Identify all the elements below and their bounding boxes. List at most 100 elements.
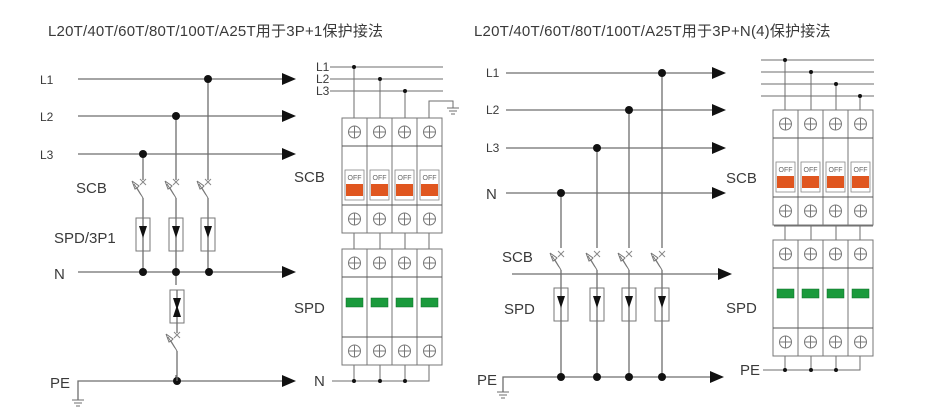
right-spd-module <box>772 239 874 357</box>
breaker-switch-icon <box>549 252 562 271</box>
arrow-icon <box>282 266 296 278</box>
junction-dot <box>625 373 633 381</box>
junction-dot <box>658 69 666 77</box>
label-l1: L1 <box>40 73 54 87</box>
switch-off-label: OFF <box>804 167 818 174</box>
status-indicator <box>345 297 364 308</box>
status-indicator <box>420 297 439 308</box>
left-spd-module <box>341 248 443 366</box>
spd-arrow-icon <box>172 226 180 238</box>
breaker-switch-icon <box>196 180 209 199</box>
left-diagram-title: L20T/40T/60T/80T/100T/A25T用于3P+1保护接法 <box>48 23 384 40</box>
status-indicator <box>851 288 870 299</box>
spd-arrow-icon <box>204 226 212 238</box>
breaker-switch-icon <box>617 252 630 271</box>
junction-dot <box>625 106 633 114</box>
label-l3: L3 <box>486 141 500 155</box>
junction-dot <box>593 373 601 381</box>
junction-dot <box>593 144 601 152</box>
junction-dot <box>378 77 382 81</box>
spd-arrow-icon <box>139 226 147 238</box>
label-l2: L2 <box>486 103 500 117</box>
label-scb: SCB <box>76 180 107 197</box>
ground-icon <box>497 391 509 399</box>
status-indicator <box>776 288 795 299</box>
arrow-icon <box>282 110 296 122</box>
junction-dot <box>403 379 407 383</box>
junction-dot <box>378 379 382 383</box>
status-indicator <box>395 297 414 308</box>
junction-dot <box>834 368 838 372</box>
junction-dot <box>172 268 180 276</box>
switch-toggle <box>421 184 438 196</box>
breaker-switch-icon <box>650 252 663 271</box>
switch-off-label: OFF <box>398 175 412 182</box>
device-label-pe: PE <box>740 362 760 379</box>
breaker-switch-icon <box>165 333 178 352</box>
junction-dot <box>658 373 666 381</box>
junction-dot <box>809 368 813 372</box>
arrow-icon <box>712 104 726 116</box>
junction-dot <box>809 70 813 74</box>
label-n: N <box>486 186 497 203</box>
switch-toggle <box>802 176 819 188</box>
right-schematic <box>502 72 718 392</box>
arrow-icon <box>712 67 726 79</box>
label-l3: L3 <box>40 148 54 162</box>
right-diagram-title: L20T/40T/60T/80T/100T/A25T用于3P+N(4)保护接法 <box>474 23 831 40</box>
switch-off-label: OFF <box>779 167 793 174</box>
label-n: N <box>54 266 65 283</box>
switch-toggle <box>827 176 844 188</box>
junction-dot <box>139 268 147 276</box>
device-label-scb: SCB <box>294 169 325 186</box>
label-pe: PE <box>477 372 497 389</box>
spd-arrow-icon <box>557 296 565 308</box>
switch-off-label: OFF <box>348 175 362 182</box>
device-label-l3: L3 <box>316 84 330 98</box>
device-label-l2: L2 <box>316 72 330 86</box>
spd-arrow-icon <box>658 296 666 308</box>
label-l1: L1 <box>486 66 500 80</box>
arrow-icon <box>712 142 726 154</box>
status-indicator <box>801 288 820 299</box>
label-pe: PE <box>50 375 70 392</box>
switch-toggle <box>852 176 869 188</box>
ground-icon <box>72 399 84 407</box>
arrow-icon <box>282 148 296 160</box>
spd-arrow-icon <box>593 296 601 308</box>
switch-toggle <box>396 184 413 196</box>
switch-toggle <box>371 184 388 196</box>
junction-dot <box>557 189 565 197</box>
breaker-switch-icon <box>164 180 177 199</box>
spd-arrow-icon <box>625 296 633 308</box>
switch-off-label: OFF <box>829 167 843 174</box>
right-device-wiring <box>761 59 874 371</box>
breaker-switch-icon <box>131 180 144 199</box>
device-label-l1: L1 <box>316 60 330 74</box>
label-l2: L2 <box>40 110 54 124</box>
junction-dot <box>205 268 213 276</box>
junction-dot <box>352 65 356 69</box>
breaker-switch-icon <box>585 252 598 271</box>
junction-dot <box>352 379 356 383</box>
switch-off-label: OFF <box>423 175 437 182</box>
device-label-n: N <box>314 373 325 390</box>
junction-dot <box>783 58 787 62</box>
arrow-icon <box>712 187 726 199</box>
junction-dot <box>783 368 787 372</box>
switch-toggle <box>777 176 794 188</box>
status-indicator <box>826 288 845 299</box>
spd-arrow-icon <box>173 305 181 317</box>
label-scb: SCB <box>502 249 533 266</box>
bus-pe <box>77 380 282 400</box>
junction-dot <box>139 150 147 158</box>
label-spd: SPD/3P1 <box>54 230 116 247</box>
junction-dot <box>204 75 212 83</box>
arrow-icon <box>282 375 296 387</box>
device-label-spd: SPD <box>294 300 325 317</box>
left-junctions <box>139 75 213 385</box>
label-spd: SPD <box>504 301 535 318</box>
